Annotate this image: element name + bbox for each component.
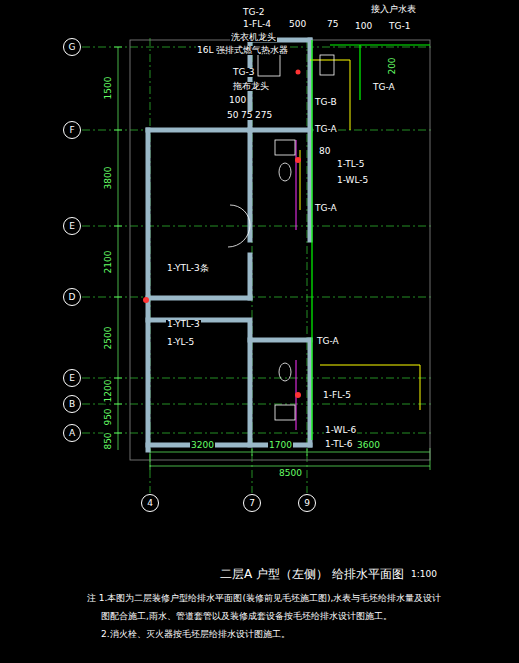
grid-bubble: E (63, 369, 81, 387)
grid-label: A (69, 429, 75, 438)
pipe-label: TG-A (314, 204, 338, 213)
pipe-label: 接入户水表 (370, 5, 417, 14)
pipe-label: 1-YL-5 (166, 338, 195, 347)
grid-label: G (69, 43, 76, 52)
grid-label: 4 (147, 499, 153, 508)
grid-label: E (69, 374, 75, 383)
grid-bubble: A (63, 424, 81, 442)
pipe-label: 1-WL-5 (336, 176, 369, 185)
dimension: 8500 (278, 469, 303, 478)
pipe-label: 1-FL-4 (242, 20, 272, 29)
pipe-label: TG-A (316, 337, 340, 346)
dimension: 1700 (268, 441, 293, 450)
dimension: 200 (388, 56, 397, 75)
grid-bubble: B (63, 395, 81, 413)
pipe-label: 1-TL-5 (336, 160, 365, 169)
pipe-label: 1-YTL-3条 (166, 264, 210, 273)
grid-label: F (69, 126, 74, 135)
pipe-label: 洗衣机龙头 (230, 33, 277, 42)
pipe-label: 1-FL-5 (322, 391, 352, 400)
dimension: 3200 (190, 441, 215, 450)
dimension: 2100 (104, 250, 113, 275)
pipe-label: 80 (318, 147, 331, 156)
note-line: 图配合施工,雨水、管道套管以及装修成套设备按毛坯给排水设计图施工。 (100, 612, 393, 621)
grid-bubble: 4 (141, 494, 159, 512)
dimension: 1200 (104, 379, 113, 404)
grid-bubble: E (63, 217, 81, 235)
pipe-label: 1-TL-6 (324, 440, 353, 449)
dimension: 1500 (104, 76, 113, 101)
dimension: 3600 (356, 441, 381, 450)
grid-label: 9 (304, 499, 310, 508)
pipe-label: TG-1 (388, 22, 411, 31)
grid-bubble: 9 (298, 494, 316, 512)
pipe-label: 75 (240, 111, 253, 120)
pipe-label: 100 (228, 96, 247, 105)
grid-bubble: D (63, 288, 81, 306)
pipe-label: 1:100 (410, 570, 438, 579)
dimension: 850 (104, 431, 113, 450)
grid-label: B (69, 400, 75, 409)
pipe-label: 500 (288, 20, 307, 29)
drawing-title: 二层A 户型（左侧） 给排水平面图 (220, 566, 404, 583)
pipe-label: TG-2 (242, 8, 265, 17)
grid-bubble: G (63, 38, 81, 56)
grid-label: E (69, 222, 75, 231)
pipe-label: TG-A (314, 125, 338, 134)
pipe-label: TG-A (372, 83, 396, 92)
pipe-label: TG-3 (232, 68, 255, 77)
pipe-label: 75 (326, 20, 339, 29)
grid-label: 7 (249, 499, 255, 508)
pipe-label: 1-YTL-3 (166, 320, 201, 329)
grid-bubble: F (63, 121, 81, 139)
pipe-label: 1-WL-6 (324, 426, 357, 435)
pipe-label: 拖布龙头 (232, 82, 270, 91)
dimension: 3800 (104, 166, 113, 191)
pipe-label: 100 (354, 22, 373, 31)
grid-bubble: 7 (243, 494, 261, 512)
dimension: 2500 (104, 326, 113, 351)
dimension: 950 (104, 407, 113, 426)
note-line: 2.消火栓、灭火器按毛坯层给排水设计图施工。 (100, 630, 291, 639)
pipe-label: 50 (226, 111, 239, 120)
pipe-label: TG-B (314, 98, 338, 107)
pipe-label: 16L 强排式燃气热水器 (196, 46, 289, 55)
note-line: 注 1.本图为二层装修户型给排水平面图(装修前见毛坯施工图),水表与毛坯给排水量… (86, 594, 442, 603)
grid-label: D (69, 293, 76, 302)
pipe-label: 275 (254, 111, 273, 120)
